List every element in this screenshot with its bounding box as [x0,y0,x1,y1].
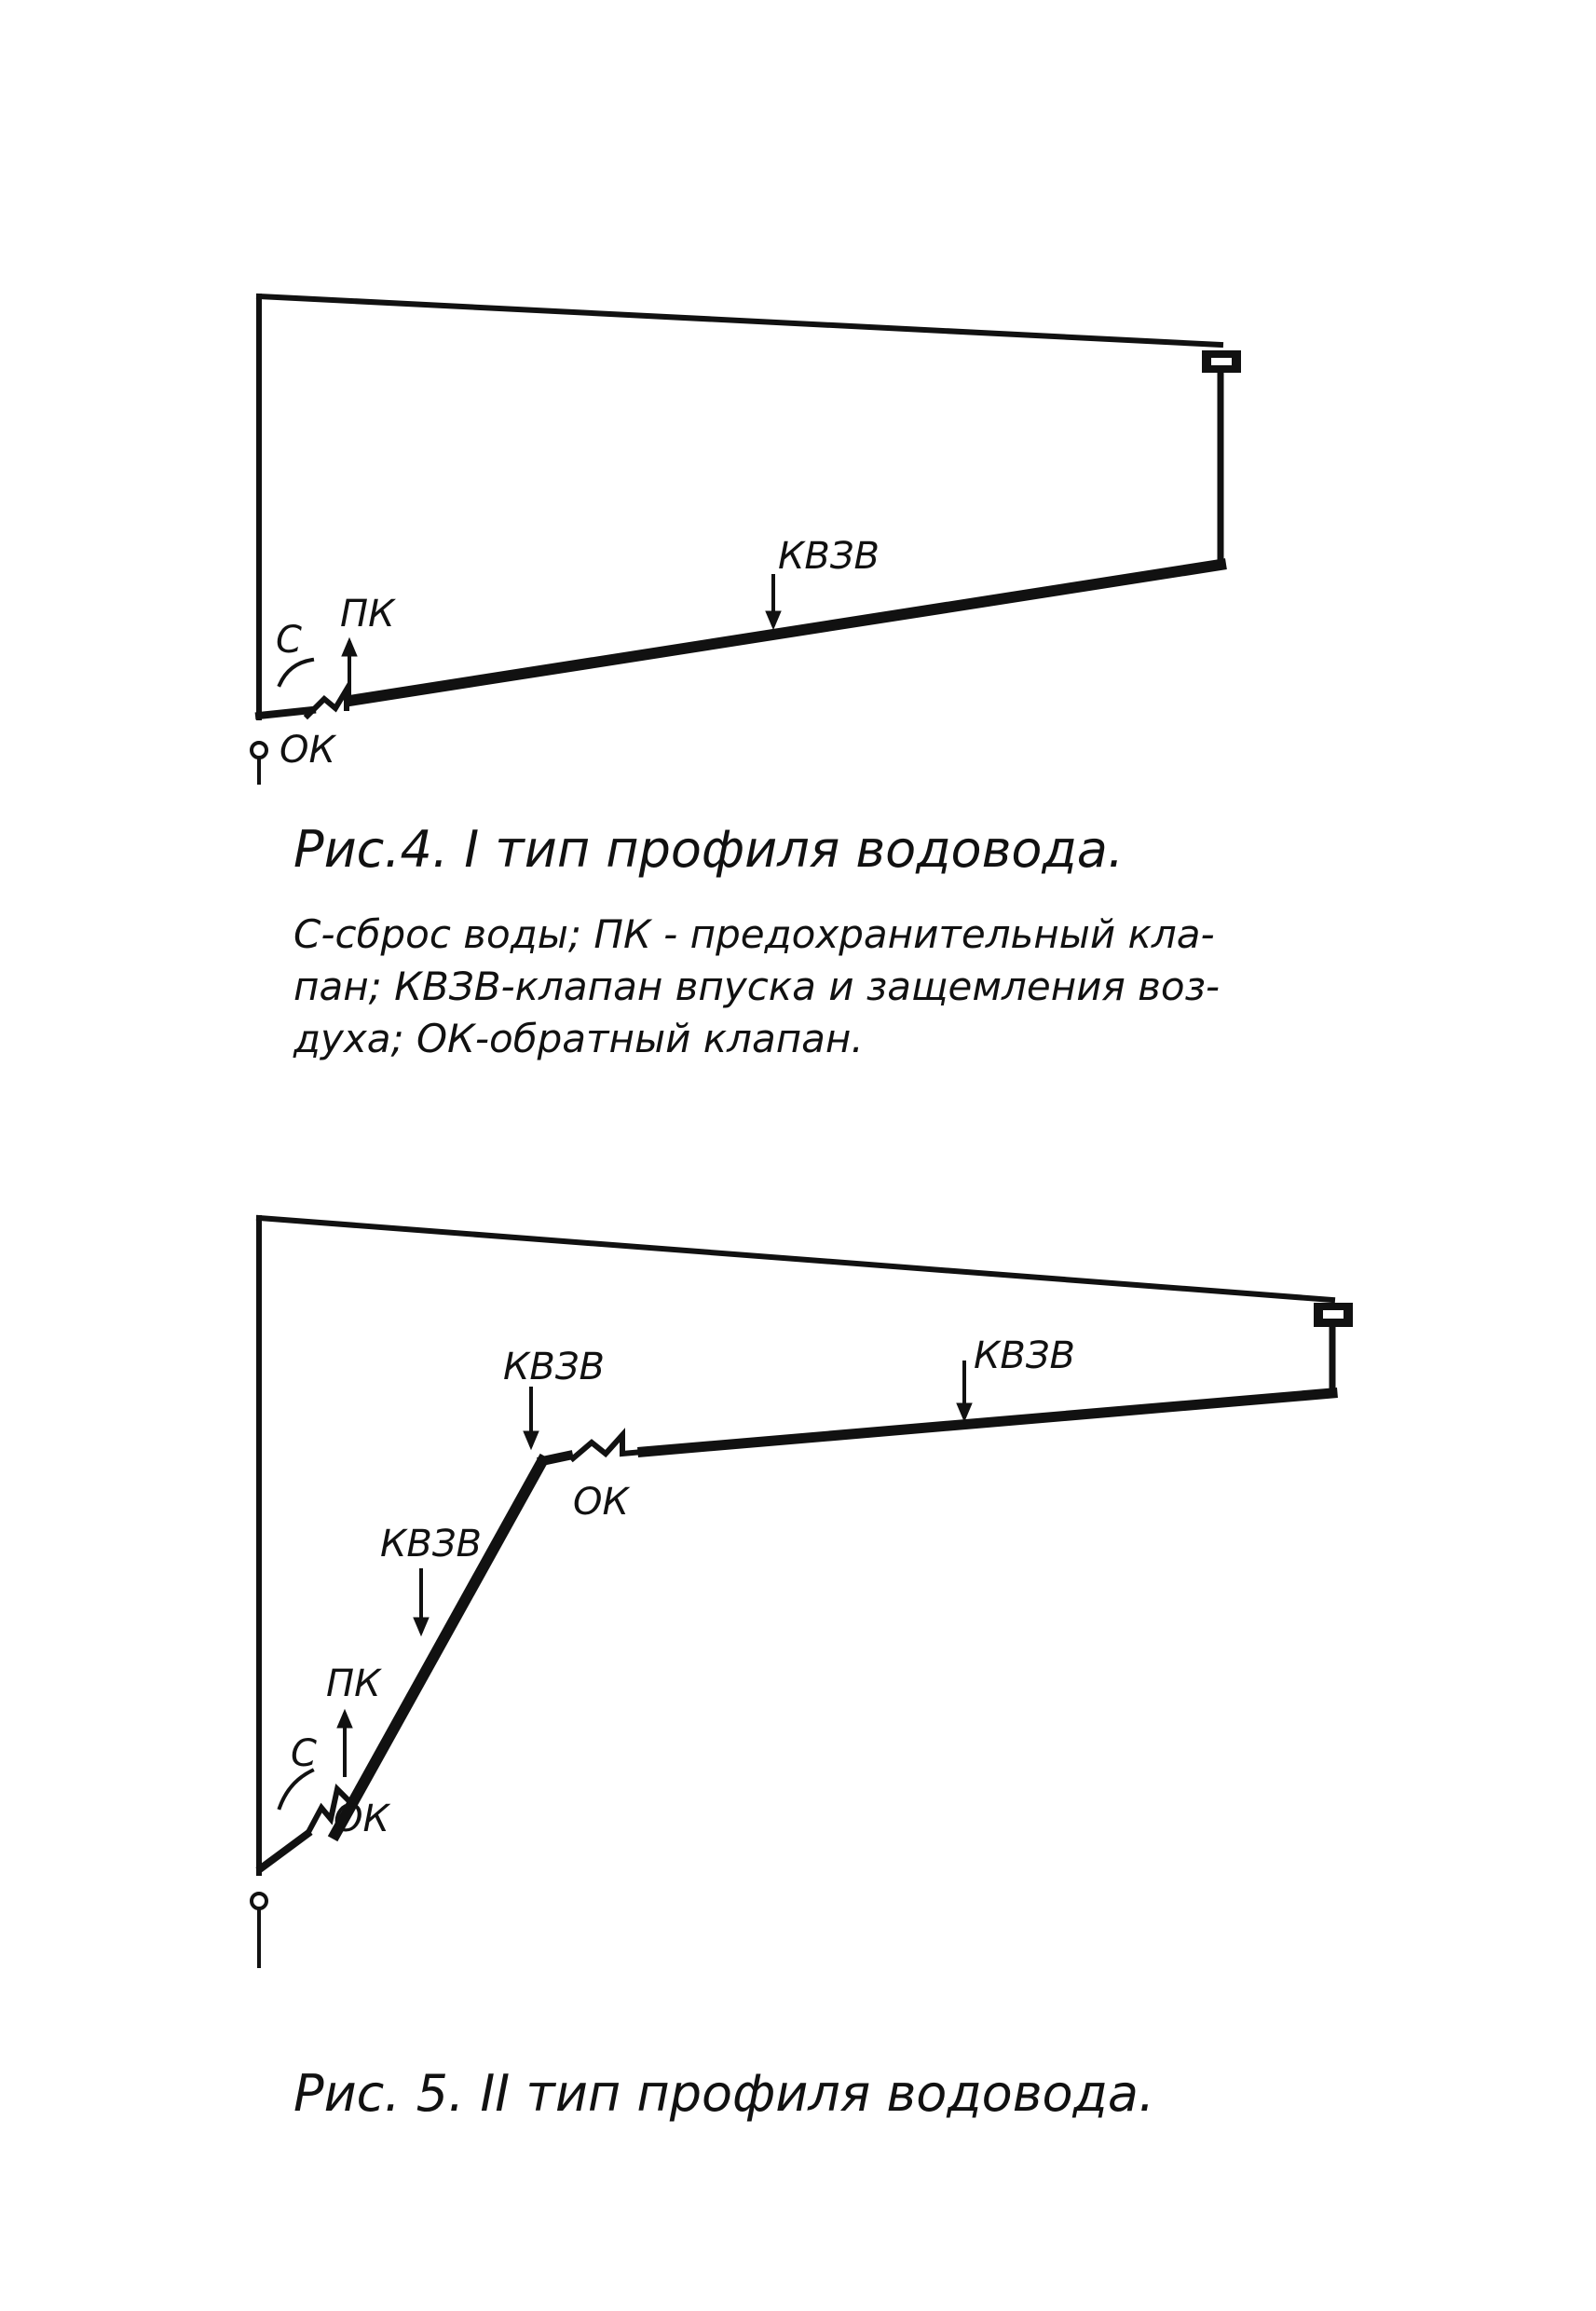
fig4-pressure-line [255,293,1224,349]
fig4-caption-line-2: пан; КВЗВ-клапан впуска и защемления воз… [293,964,1221,1009]
fig4-caption-legend: С-сброс воды; ПК - предохранительный кла… [293,909,1220,1065]
fig4-label-s: С [276,619,302,662]
fig4-caption-line-1: С-сброс воды; ПК - предохранительный кла… [293,911,1215,957]
fig5-check-valve-bottom [303,1783,351,1839]
fig4-s-arrow [277,657,315,688]
fig5-label-kv3v-top: КВЗВ [503,1346,605,1388]
fig4-pump-circle [250,741,268,759]
fig5-check-valve-top [568,1428,647,1463]
fig5-label-pk: ПК [326,1662,382,1705]
fig5-s-arrow [277,1768,315,1811]
fig5-label-kv3v-slope: КВЗВ [380,1523,482,1566]
fig5-pipeline-slope [327,1453,551,1842]
fig5-pipeline-top [537,1450,574,1467]
fig4-caption-title: Рис.4. I тип профиля водовода. [293,820,1125,879]
fig4-check-valve [303,679,349,720]
fig5-label-kv3v-right: КВЗВ [974,1334,1075,1377]
fig5-caption-title: Рис. 5. II тип профиля водовода. [293,2064,1155,2123]
fig4-pipeline [343,558,1227,707]
fig5-pressure-line [255,1214,1336,1304]
fig5-tank [1314,1303,1353,1327]
figure-4-diagram: КВЗВ ПК С ОК [250,293,1241,785]
fig4-label-kv3v: КВЗВ [778,535,880,578]
fig5-label-ok-top: ОК [573,1481,630,1524]
fig5-label-s: С [291,1732,317,1775]
fig5-pump-circle [250,1892,268,1910]
fig4-label-pk: ПК [340,593,396,636]
fig4-caption-line-3: духа; ОК-обратный клапан. [293,1016,864,1061]
fig5-pipeline-flat [637,1388,1338,1457]
fig5-label-ok-bottom: ОК [334,1798,390,1840]
fig5-pipeline-start [255,1828,313,1874]
fig4-pipeline-start [254,705,317,720]
fig4-label-ok: ОК [280,729,336,772]
